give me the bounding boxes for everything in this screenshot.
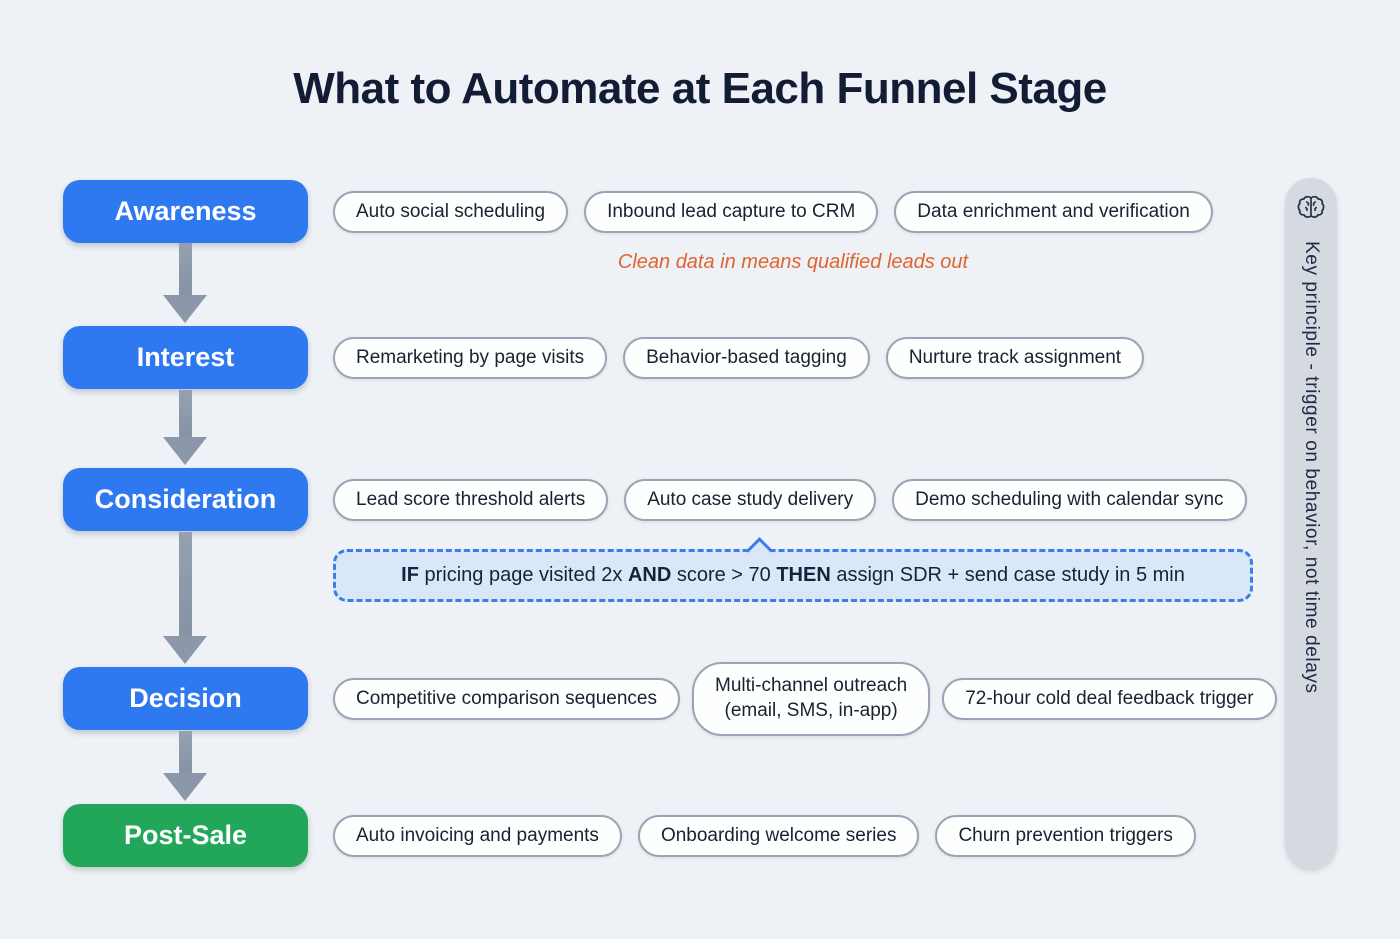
- awareness-note: Clean data in means qualified leads out: [617, 251, 969, 273]
- key-principle-bar: Key principle - trigger on behavior, not…: [1285, 178, 1337, 870]
- automation-pill: Auto invoicing and payments: [333, 815, 622, 857]
- automation-pill: Multi-channel outreach (email, SMS, in-a…: [692, 662, 931, 736]
- automation-pill: Demo scheduling with calendar sync: [892, 479, 1247, 521]
- stage-label: Post-Sale: [123, 820, 248, 850]
- automation-pill: Inbound lead capture to CRM: [584, 191, 879, 233]
- automation-pill: Nurture track assignment: [885, 337, 1145, 379]
- stage-label: Consideration: [94, 484, 277, 514]
- automation-rule-callout: IF pricing page visited 2x AND score > 7…: [333, 537, 1253, 602]
- stage-consideration: Consideration: [63, 468, 308, 531]
- awareness-pill-row: Auto social scheduling Inbound lead capt…: [333, 191, 1278, 233]
- stage-label: Decision: [129, 683, 242, 713]
- arrow-head: [163, 437, 207, 465]
- stage-awareness: Awareness: [63, 180, 308, 243]
- automation-pill: Auto social scheduling: [333, 191, 569, 233]
- automation-pill: 72-hour cold deal feedback trigger: [942, 678, 1277, 720]
- automation-pill: Onboarding welcome series: [637, 815, 920, 857]
- stage-label: Awareness: [114, 196, 257, 226]
- automation-pill: Behavior-based tagging: [623, 337, 870, 379]
- arrow-stem: [179, 731, 192, 773]
- automation-pill: Auto case study delivery: [624, 479, 877, 521]
- stage-post-sale: Post-Sale: [63, 804, 308, 867]
- down-arrow-icon: [163, 731, 207, 801]
- automation-pill: Churn prevention triggers: [935, 815, 1196, 857]
- post-sale-pill-row: Auto invoicing and payments Onboarding w…: [333, 815, 1278, 857]
- arrow-stem: [179, 243, 192, 295]
- page-title: What to Automate at Each Funnel Stage: [293, 64, 1107, 113]
- down-arrow-icon: [163, 390, 207, 465]
- decision-pill-row: Competitive comparison sequences Multi-c…: [333, 662, 1278, 736]
- brain-icon: [1297, 195, 1325, 218]
- pill-line-2: (email, SMS, in-app): [724, 700, 898, 721]
- arrow-stem: [179, 532, 192, 636]
- down-arrow-icon: [163, 532, 207, 664]
- down-arrow-icon: [163, 243, 207, 323]
- interest-pill-row: Remarketing by page visits Behavior-base…: [333, 337, 1278, 379]
- automation-pill: Data enrichment and verification: [894, 191, 1213, 233]
- stage-decision: Decision: [63, 667, 308, 730]
- arrow-stem: [179, 390, 192, 437]
- stage-interest: Interest: [63, 326, 308, 389]
- consideration-pill-row: Lead score threshold alerts Auto case st…: [333, 479, 1278, 521]
- stage-label: Interest: [136, 342, 235, 372]
- arrow-head: [163, 636, 207, 664]
- rule-text: IF pricing page visited 2x AND score > 7…: [401, 564, 1185, 586]
- automation-pill: Lead score threshold alerts: [333, 479, 609, 521]
- key-principle-label: Key principle - trigger on behavior, not…: [1301, 241, 1322, 694]
- pill-line-1: Multi-channel outreach: [715, 675, 908, 697]
- callout-pointer-icon: [746, 537, 773, 564]
- arrow-head: [163, 773, 207, 801]
- automation-pill: Competitive comparison sequences: [333, 678, 680, 720]
- arrow-head: [163, 295, 207, 323]
- automation-pill: Remarketing by page visits: [333, 337, 608, 379]
